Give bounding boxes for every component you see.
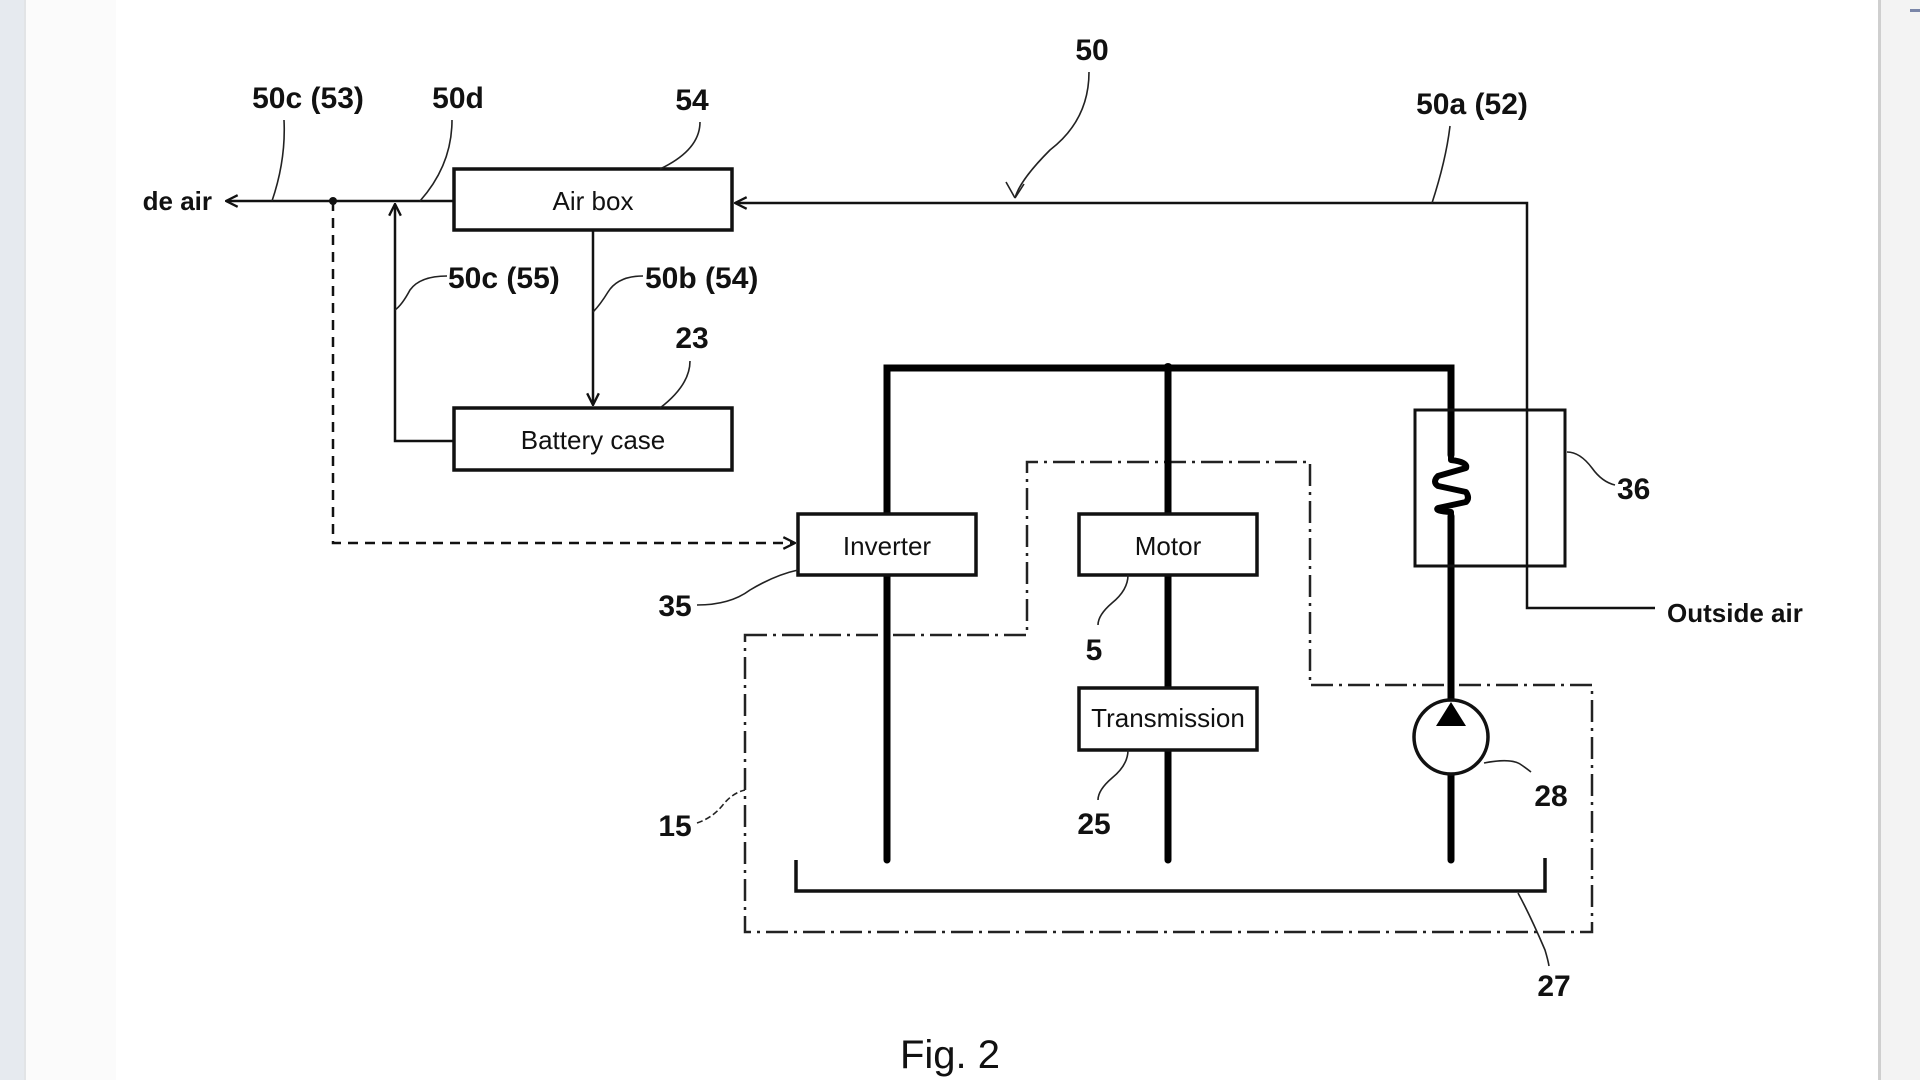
- leader-5: [1097, 574, 1129, 626]
- scrollbar-thumb[interactable]: [1910, 9, 1920, 12]
- housing-boundary: [743, 460, 1594, 934]
- inverter-label: Inverter: [843, 531, 931, 561]
- ref-5: 5: [1086, 634, 1103, 667]
- leader-28: [1483, 759, 1532, 773]
- ref-50b-54: 50b (54): [645, 262, 758, 295]
- viewer-left-rail: [0, 0, 24, 1080]
- ref-28: 28: [1534, 780, 1567, 813]
- pump-circle: [1412, 698, 1490, 776]
- leader-50c-55: [394, 275, 448, 311]
- heater-resistor: [1432, 452, 1471, 521]
- leader-25: [1097, 749, 1129, 801]
- ref-15: 15: [658, 810, 691, 843]
- transmission-label: Transmission: [1091, 703, 1245, 733]
- document-page: [116, 0, 1878, 1080]
- leader-50-arrowhead: [1005, 181, 1025, 199]
- inverter-air-dashed-line: [331, 201, 795, 543]
- air-box-label: Air box: [553, 186, 634, 216]
- leader-23: [659, 360, 691, 409]
- pump-triangle-icon: [1436, 702, 1466, 726]
- ref-27: 27: [1537, 970, 1570, 1003]
- leader-54: [659, 121, 701, 170]
- figure-caption: Fig. 2: [900, 1033, 1000, 1077]
- outside-air-label: Outside air: [1667, 598, 1803, 628]
- ref-54: 54: [675, 84, 709, 117]
- outlet-air-label: de air: [143, 186, 212, 216]
- ref-25: 25: [1077, 808, 1110, 841]
- motor-box: Motor: [1077, 512, 1259, 577]
- motor-label: Motor: [1135, 531, 1202, 561]
- transmission-box: Transmission: [1077, 686, 1259, 752]
- battery-case-label: Battery case: [521, 425, 666, 455]
- air-box: Air box: [452, 167, 734, 232]
- ref-50d: 50d: [432, 82, 484, 115]
- ref-50c-53: 50c (53): [252, 82, 364, 115]
- battery-case-box: Battery case: [452, 406, 734, 472]
- leader-35: [696, 569, 799, 606]
- leader-50: [1014, 71, 1090, 199]
- leader-50c-53: [271, 119, 286, 202]
- return-duct-line: [395, 204, 454, 443]
- ref-50a-52: 50a (52): [1416, 88, 1528, 121]
- leader-50b-54: [592, 275, 644, 313]
- leader-15: [696, 789, 746, 824]
- inverter-box: Inverter: [796, 512, 978, 577]
- intake-duct-line: [735, 203, 1655, 610]
- viewer-right-border: [1878, 0, 1881, 1080]
- viewer-scrollbar[interactable]: [1881, 0, 1920, 1080]
- heater-box: [1413, 408, 1567, 568]
- ref-50c-55: 50c (55): [448, 262, 560, 295]
- leader-36: [1566, 451, 1616, 486]
- oil-pan: [794, 858, 1547, 893]
- viewer-left-gutter: [24, 0, 118, 1080]
- leader-50a-52: [1431, 125, 1451, 204]
- ref-35: 35: [658, 590, 691, 623]
- ref-23: 23: [675, 322, 708, 355]
- ref-36: 36: [1617, 473, 1650, 506]
- ref-50: 50: [1075, 34, 1108, 67]
- leader-27: [1517, 892, 1550, 967]
- leader-50d: [419, 119, 453, 202]
